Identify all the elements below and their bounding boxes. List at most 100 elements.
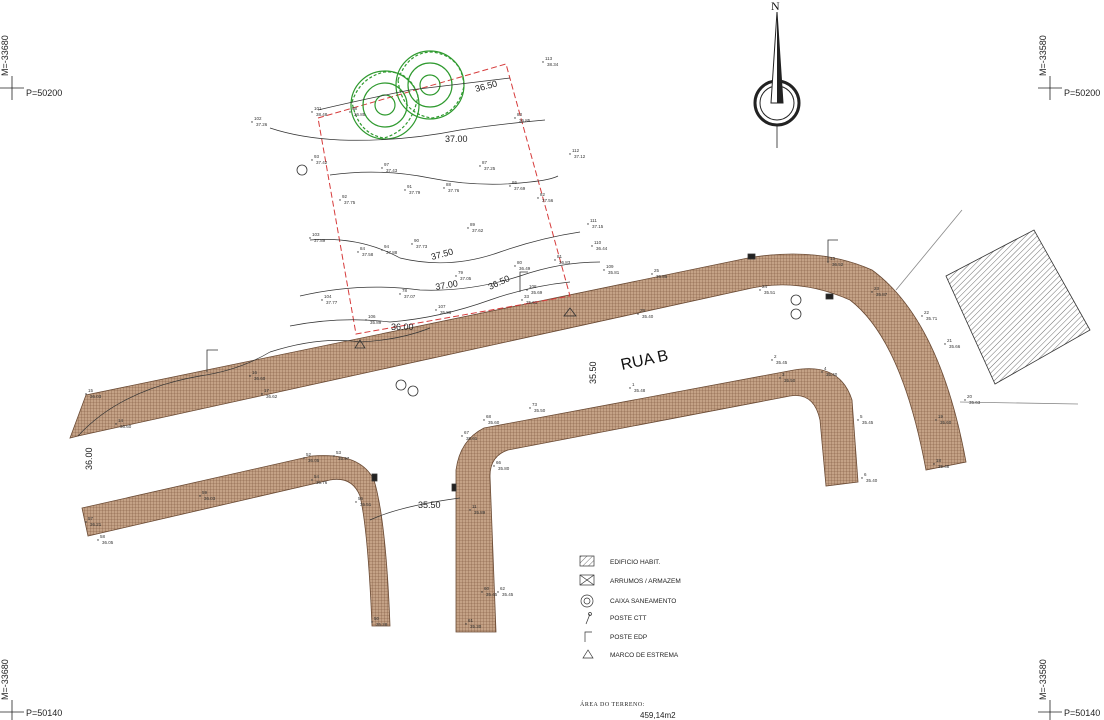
spot-elevation: 36.60 bbox=[254, 376, 266, 381]
spot-point bbox=[309, 237, 311, 239]
spot-elevation: 35.61 bbox=[526, 300, 538, 305]
spot-point bbox=[311, 159, 313, 161]
spot-point bbox=[493, 465, 495, 467]
spot-number: 15 bbox=[88, 388, 94, 393]
spot-elevation: 37.43 bbox=[386, 168, 398, 173]
spot-elevation: 37.88 bbox=[386, 250, 398, 255]
spot-number: 23 bbox=[874, 286, 880, 291]
spot-elevation: 36.44 bbox=[596, 246, 608, 251]
contour-label-36-50-top: 36.50 bbox=[474, 78, 498, 93]
spot-elevation: 35.66 bbox=[949, 344, 961, 349]
spot-elevation: 36.21 bbox=[90, 522, 102, 527]
manhole-icon bbox=[790, 308, 802, 320]
spot-point bbox=[483, 419, 485, 421]
edp-pole-icon bbox=[519, 271, 528, 292]
spot-number: 111 bbox=[590, 218, 597, 223]
spot-elevation: 35.60 bbox=[940, 420, 952, 425]
spot-elevation: 36.05 bbox=[308, 458, 320, 463]
spot-elevation: 35.85 bbox=[656, 274, 668, 279]
spot-elevation: 35.40 bbox=[866, 478, 878, 483]
legend-label-arrumos: ARRUMOS / ARMAZEM bbox=[610, 578, 681, 585]
manhole-icon bbox=[580, 594, 594, 608]
spot-number: 84 bbox=[360, 246, 366, 251]
spot-point bbox=[759, 289, 761, 291]
spot-number: 78 bbox=[402, 288, 408, 293]
spot-elevation: 36.05 bbox=[102, 540, 114, 545]
spot-elevation: 35.48 bbox=[634, 388, 646, 393]
contour-label-37-50: 37.50 bbox=[430, 246, 454, 261]
spot-point bbox=[349, 111, 351, 113]
spot-number: 58 bbox=[100, 534, 106, 539]
triangle-marker-icon bbox=[563, 307, 577, 317]
spot-number: 103 bbox=[312, 232, 320, 237]
storage-box-icon bbox=[825, 293, 834, 300]
spot-elevation: 36.03 bbox=[204, 496, 216, 501]
legend-label-poste-edp: POSTE EDP bbox=[610, 634, 647, 641]
spot-point bbox=[935, 419, 937, 421]
spot-elevation: 37.79 bbox=[409, 190, 421, 195]
spot-point bbox=[455, 275, 457, 277]
spot-elevation: 36.49 bbox=[519, 266, 531, 271]
spot-elevation: 37.69 bbox=[514, 186, 526, 191]
spot-number: 11 bbox=[472, 504, 477, 509]
spot-point bbox=[443, 187, 445, 189]
spot-point bbox=[629, 387, 631, 389]
spot-number: 14 bbox=[118, 418, 124, 423]
area-value: 459,14m2 bbox=[640, 711, 676, 720]
spot-elevation: 35.80 bbox=[498, 466, 510, 471]
spot-number: 50 bbox=[374, 616, 380, 621]
spot-number: 101 bbox=[314, 106, 322, 111]
spot-number: 20 bbox=[967, 394, 973, 399]
spot-number: 93 bbox=[314, 154, 320, 159]
spot-number: 22 bbox=[924, 310, 930, 315]
contour-label-36-00-left: 36.00 bbox=[84, 447, 94, 470]
spot-point bbox=[871, 291, 873, 293]
spot-elevation: 36.52 bbox=[832, 262, 844, 267]
spot-elevation: 35.30 bbox=[470, 624, 482, 629]
spot-number: 25 bbox=[654, 268, 660, 273]
spot-elevation: 35.60 bbox=[488, 420, 500, 425]
spot-number: 106 bbox=[368, 314, 376, 319]
spot-elevation: 36.85 bbox=[519, 118, 531, 123]
spot-number: 67 bbox=[464, 430, 470, 435]
spot-number: 53 bbox=[336, 450, 342, 455]
spot-elevation: 35.40 bbox=[826, 372, 838, 377]
spot-number: 97 bbox=[384, 162, 390, 167]
spot-number: 80 bbox=[517, 260, 523, 265]
manhole-icon bbox=[395, 379, 407, 391]
spot-number: 94 bbox=[384, 244, 390, 249]
spot-point bbox=[467, 227, 469, 229]
spot-number: 57 bbox=[88, 516, 94, 521]
spot-point bbox=[469, 509, 471, 511]
road-main bbox=[69, 253, 967, 471]
grid-markers bbox=[0, 76, 1062, 720]
spot-point bbox=[381, 249, 383, 251]
contour-label-35-50-road: 35.50 bbox=[588, 361, 598, 384]
spot-point bbox=[399, 293, 401, 295]
spot-point bbox=[261, 393, 263, 395]
storage-box-icon bbox=[747, 253, 756, 260]
spot-point bbox=[587, 223, 589, 225]
spot-point bbox=[526, 289, 528, 291]
grid-label-m-right-bottom: M=-33580 bbox=[1038, 659, 1048, 700]
spot-point bbox=[199, 495, 201, 497]
spot-point bbox=[465, 623, 467, 625]
spot-point bbox=[321, 299, 323, 301]
spot-number: 86 bbox=[512, 180, 518, 185]
spot-point bbox=[554, 259, 556, 261]
spot-elevation: 37.25 bbox=[484, 166, 496, 171]
north-label: N bbox=[771, 0, 780, 13]
spot-number: 56 bbox=[358, 496, 364, 501]
contour-lines bbox=[77, 77, 601, 521]
spot-point bbox=[333, 455, 335, 457]
north-arrow-icon bbox=[753, 11, 801, 148]
spot-elevation: 37.42 bbox=[316, 160, 328, 165]
triangle-marker-icon bbox=[354, 339, 366, 349]
spot-elevation: 35.28 bbox=[376, 622, 388, 627]
spot-number: 109 bbox=[606, 264, 614, 269]
spot-number: 90 bbox=[414, 238, 420, 243]
spot-elevation: 37.05 bbox=[460, 276, 472, 281]
plot-boundary bbox=[317, 63, 571, 335]
